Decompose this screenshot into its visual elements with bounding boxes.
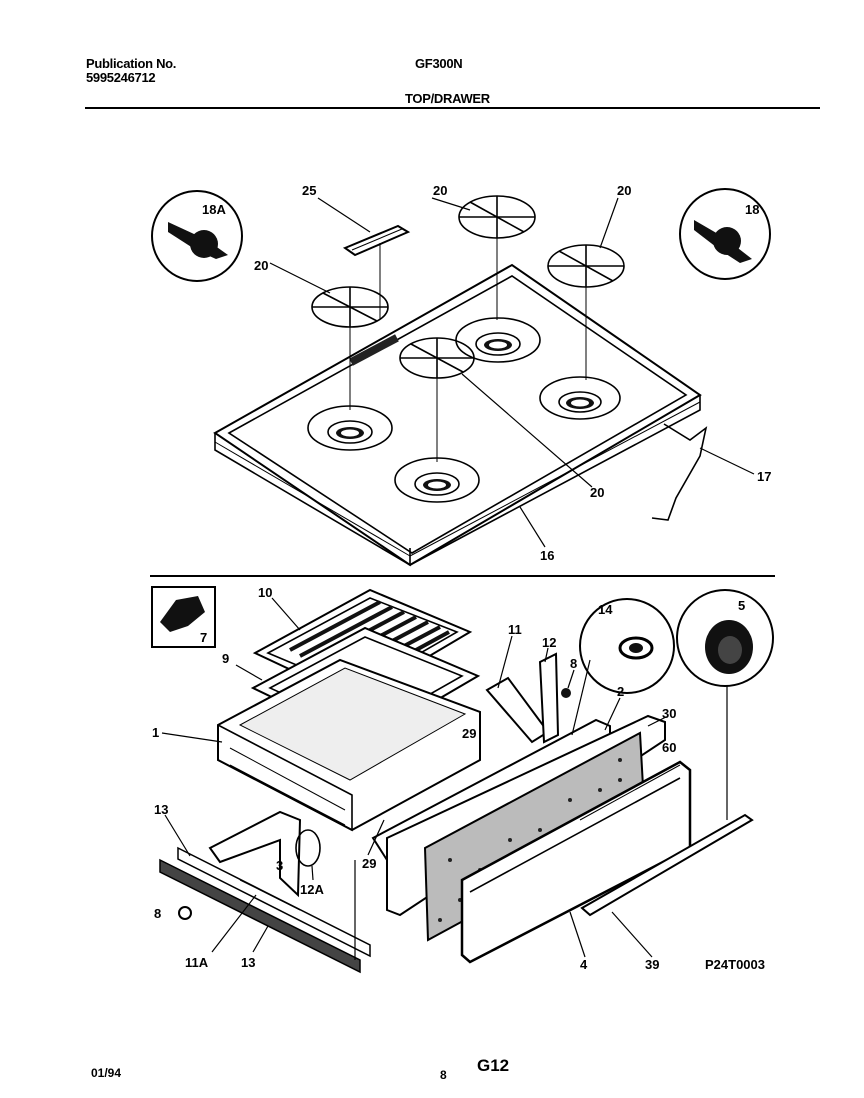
label-25: 25 — [302, 183, 316, 198]
label-8-bottom: 8 — [154, 906, 161, 921]
header-rule — [85, 107, 820, 109]
label-5: 5 — [738, 598, 745, 613]
publication-number: 5995246712 — [86, 70, 156, 85]
part-3-bracket — [208, 810, 302, 898]
cooktop-assembly — [213, 263, 702, 567]
grate-right — [547, 244, 625, 288]
label-1: 1 — [152, 725, 159, 740]
label-29-bottom: 29 — [362, 856, 376, 871]
footer-date: 01/94 — [91, 1066, 122, 1080]
figure-code: P24T0003 — [705, 957, 765, 972]
model-number: GF300N — [415, 56, 463, 71]
label-20-left: 20 — [254, 258, 268, 273]
label-39: 39 — [645, 957, 659, 972]
burner-grates — [311, 195, 625, 462]
label-11A: 11A — [185, 955, 209, 970]
label-9: 9 — [222, 651, 229, 666]
label-8-top: 8 — [570, 656, 577, 671]
detail-14 — [579, 598, 675, 694]
label-12A: 12A — [300, 882, 324, 897]
part-12A — [295, 829, 321, 867]
label-18A: 18A — [202, 202, 226, 217]
detail-18 — [679, 188, 771, 280]
label-2: 2 — [617, 684, 624, 699]
label-14: 14 — [598, 602, 613, 617]
publication-label: Publication No. — [86, 56, 177, 71]
label-12: 12 — [542, 635, 556, 650]
part-39-trim — [580, 813, 754, 917]
part-12 — [538, 652, 560, 744]
label-20-right: 20 — [617, 183, 631, 198]
part-1-drawer-body — [217, 658, 481, 832]
label-10: 10 — [258, 585, 272, 600]
footer-page-number: 8 — [440, 1068, 447, 1082]
label-7: 7 — [200, 630, 207, 645]
label-29-top: 29 — [462, 726, 476, 741]
label-13-bottom: 13 — [241, 955, 255, 970]
label-11: 11 — [508, 622, 522, 637]
footer-page-code: G12 — [477, 1056, 510, 1075]
label-18: 18 — [745, 202, 759, 217]
label-13-top: 13 — [154, 802, 168, 817]
label-16: 16 — [540, 548, 554, 563]
label-17: 17 — [757, 469, 771, 484]
label-30: 30 — [662, 706, 676, 721]
part-25 — [342, 224, 411, 320]
detail-18A — [151, 190, 243, 282]
part-13-slides — [159, 846, 371, 974]
grate-center — [399, 337, 475, 379]
grate-left — [311, 286, 389, 328]
grate-top-center — [458, 195, 536, 239]
label-60: 60 — [662, 740, 676, 755]
detail-5 — [676, 589, 774, 687]
label-3: 3 — [276, 858, 283, 873]
label-20-center: 20 — [590, 485, 604, 500]
part-17 — [651, 423, 708, 521]
detail-7 — [151, 586, 216, 648]
label-20-top-center: 20 — [433, 183, 447, 198]
label-4: 4 — [580, 957, 588, 972]
part-8-screw-top — [561, 688, 571, 698]
leader-lines — [161, 197, 755, 960]
part-11 — [485, 676, 550, 744]
part-8-screw — [178, 906, 192, 920]
section-title: TOP/DRAWER — [405, 91, 490, 106]
